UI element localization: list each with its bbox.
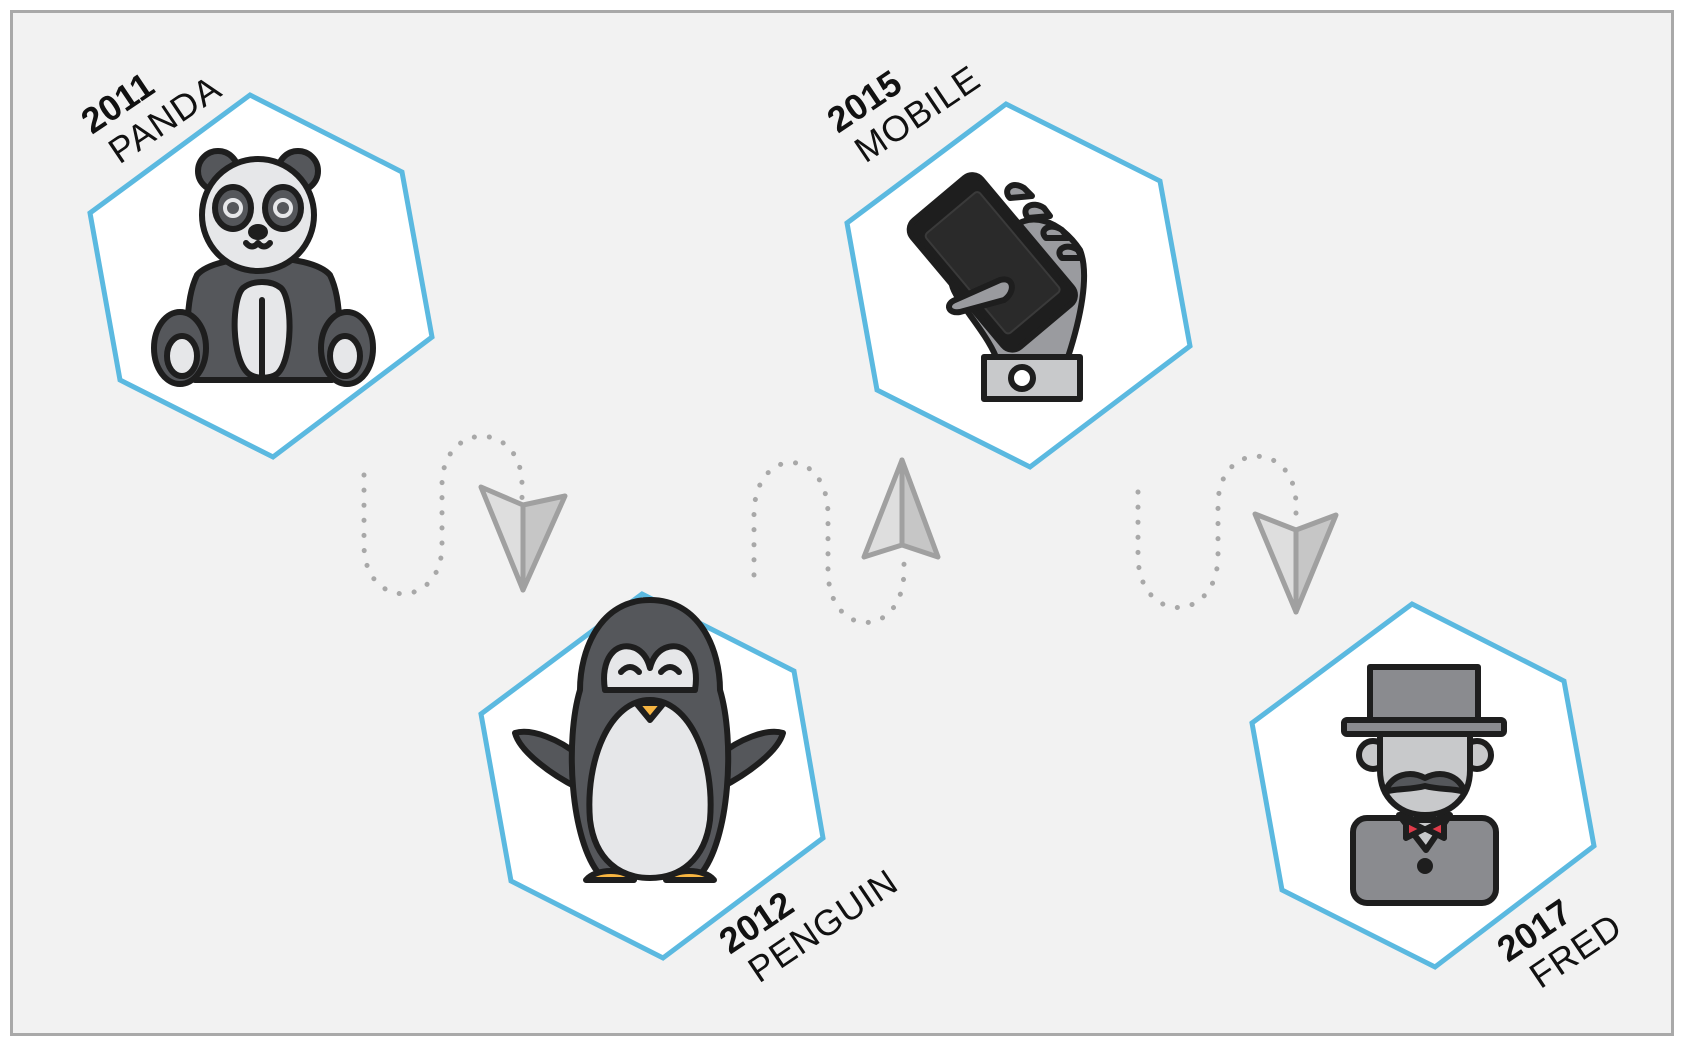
paper-plane-up-icon [864, 460, 938, 557]
paper-plane-down-icon [1255, 514, 1336, 612]
connector-3 [1138, 456, 1336, 612]
connector-1 [364, 436, 565, 594]
connector-2 [754, 460, 938, 623]
paper-plane-down-icon [481, 487, 565, 590]
